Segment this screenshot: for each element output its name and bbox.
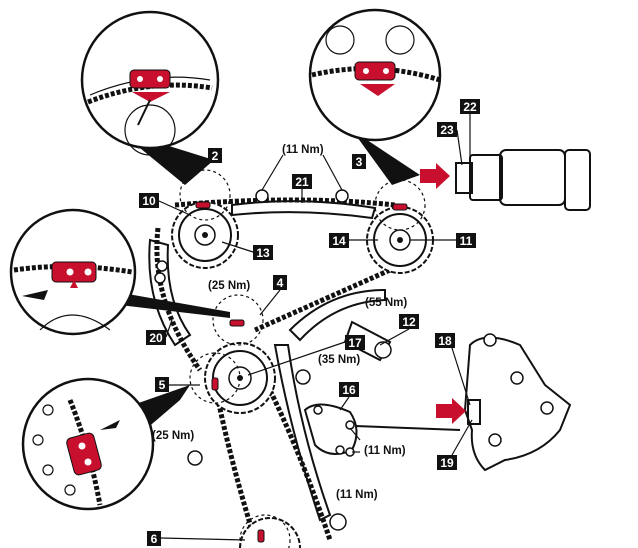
torque-lower-right: (11 Nm)	[336, 489, 378, 501]
bolts	[156, 260, 347, 531]
callout-22: 22	[460, 99, 480, 114]
red-arrow-cylinder	[420, 163, 450, 189]
callout-23: 23	[437, 122, 457, 137]
detail-area-5	[189, 352, 241, 404]
callout-16: 16	[339, 382, 359, 397]
tensioner-cylinder	[455, 149, 591, 211]
svg-text:13: 13	[256, 246, 270, 260]
torque-guide-right: (11 Nm)	[364, 445, 406, 457]
zoom-cone-3	[352, 130, 420, 185]
detail-area-4	[212, 294, 264, 346]
callout-21: 21	[292, 174, 312, 189]
callout-20: 20	[146, 330, 166, 345]
left-tensioner-guide	[148, 238, 192, 347]
red-arrow-housing	[436, 398, 466, 424]
callout-6: 6	[147, 531, 161, 546]
svg-text:11: 11	[460, 234, 473, 248]
callout-11: 11	[456, 233, 476, 248]
svg-text:19: 19	[440, 456, 454, 470]
torque-tensioner-bolt: (55 Nm)	[365, 297, 407, 309]
idler-sprocket	[204, 319, 276, 414]
inset-2	[80, 10, 220, 156]
callout-14: 14	[329, 233, 349, 248]
inset-5	[21, 377, 155, 511]
svg-text:12: 12	[402, 315, 416, 329]
callout-17: 17	[345, 335, 365, 350]
tensioner-housing	[463, 333, 572, 472]
inset-4	[9, 208, 137, 336]
right-chain-guide	[273, 288, 386, 522]
svg-text:16: 16	[342, 383, 356, 397]
callout-19: 19	[437, 455, 457, 470]
svg-text:14: 14	[332, 234, 346, 248]
leader-line	[354, 425, 461, 431]
torque-tensioner-pivot: (25 Nm)	[208, 280, 250, 292]
svg-text:5: 5	[159, 378, 166, 392]
detail-area-3	[374, 179, 426, 231]
callout-5: 5	[155, 377, 169, 392]
callout-4: 4	[273, 275, 287, 290]
svg-text:4: 4	[277, 276, 284, 290]
detail-area-2	[179, 169, 231, 221]
svg-text:22: 22	[463, 100, 477, 114]
lower-tensioner	[303, 403, 358, 457]
callout-10: 10	[139, 193, 159, 208]
inset-3	[308, 8, 442, 142]
left-cam-sprocket	[171, 201, 239, 269]
callout-3: 3	[352, 154, 366, 169]
callout-12: 12	[399, 314, 419, 329]
upper-chain-guide	[231, 189, 377, 220]
svg-text:18: 18	[438, 334, 452, 348]
callout-leaders	[158, 114, 473, 541]
svg-text:6: 6	[151, 532, 158, 546]
svg-text:2: 2	[212, 149, 219, 163]
svg-text:20: 20	[149, 331, 163, 345]
torque-left-lower: (25 Nm)	[152, 430, 194, 442]
svg-text:3: 3	[356, 155, 363, 169]
svg-text:21: 21	[295, 175, 309, 189]
svg-text:23: 23	[440, 123, 454, 137]
callout-13: 13	[253, 245, 273, 260]
torque-idler: (35 Nm)	[318, 354, 360, 366]
svg-text:10: 10	[142, 194, 156, 208]
zoom-cone-4	[105, 290, 230, 318]
callout-2: 2	[208, 148, 222, 163]
torque-upper-guide: (11 Nm)	[282, 144, 324, 156]
callout-18: 18	[435, 333, 455, 348]
svg-text:17: 17	[348, 336, 362, 350]
